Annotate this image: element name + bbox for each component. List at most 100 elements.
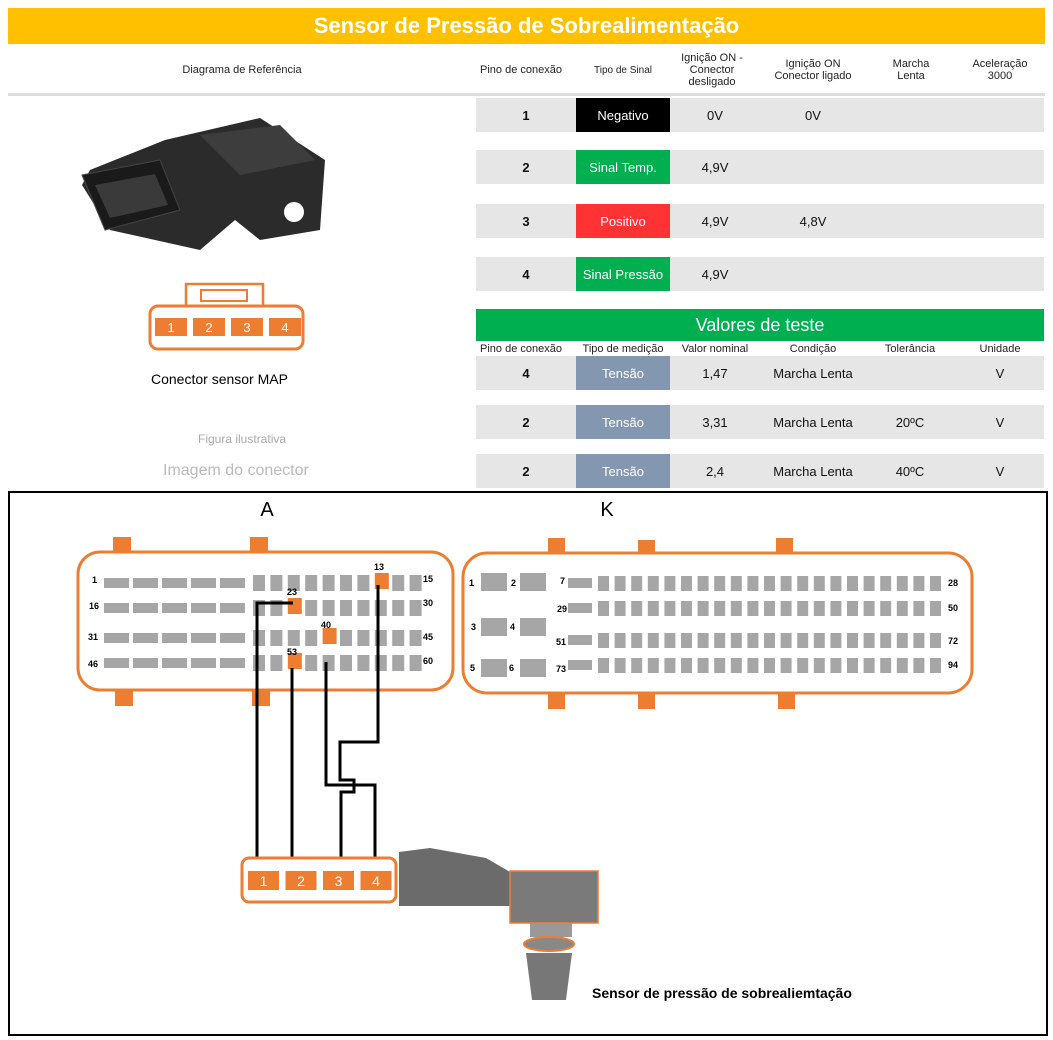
ecu-pin: [797, 633, 809, 648]
ecu-pin: [631, 576, 643, 591]
ign-on-value: 0V: [805, 107, 821, 123]
ecu-pin: [614, 658, 626, 673]
pin-number: 2: [522, 159, 530, 175]
ecu-pin: [220, 578, 245, 588]
ecu-pin: [714, 576, 726, 591]
ecu-pin: [797, 658, 809, 673]
ecu-pin: [896, 601, 908, 616]
harness-plug: [240, 856, 398, 904]
nominal-value: 1,47: [702, 365, 728, 381]
ecu-pin: [764, 658, 775, 673]
ecu-pin: [847, 658, 858, 673]
used-pin-label: 23: [287, 587, 297, 597]
pin-label: 31: [88, 632, 98, 642]
connector-tab: [250, 537, 268, 553]
pin-label: 3: [471, 622, 476, 632]
plug-pin: [285, 871, 317, 890]
ecu-pin: [392, 630, 405, 646]
pin-row: 2 Sinal Temp. 4,9V: [476, 150, 1044, 184]
ecu-pin: [133, 578, 158, 588]
ecu-pin: [270, 655, 283, 671]
ecu-pin: [568, 603, 592, 613]
ecu-pin: [305, 630, 318, 646]
ecu-pin: [913, 576, 925, 591]
ecu-pin: [697, 601, 709, 616]
pin-label: 16: [89, 601, 99, 611]
ecu-pin: [104, 603, 129, 613]
pin-label: 4: [510, 622, 515, 632]
ecu-pin: [598, 601, 609, 616]
ecu-pin: [568, 578, 592, 588]
pin-label: 6: [509, 663, 514, 673]
ecu-pin: [764, 601, 775, 616]
ecu-pin: [631, 658, 643, 673]
ecu-pin: [813, 633, 825, 648]
pin-label: 50: [948, 603, 958, 613]
ecu-pin: [270, 575, 283, 591]
ecu-pin: [287, 575, 300, 591]
plug-pin: [248, 871, 279, 890]
plug-pin: [360, 871, 392, 890]
header-ref: Diagrama de Referência: [182, 64, 302, 76]
ecu-pin: [392, 600, 405, 616]
ecu-pin: [162, 578, 187, 588]
ecu-pin: [191, 633, 216, 643]
ecu-pin-used: [287, 598, 302, 614]
ecu-pin: [322, 655, 335, 671]
pin-number: 1: [522, 107, 530, 123]
ecu-pin: [681, 576, 692, 591]
ecu-pin: [305, 575, 318, 591]
ecu-pin: [614, 601, 626, 616]
ecu-pin: [104, 578, 129, 588]
ecu-pin: [863, 576, 875, 591]
pin-label: 30: [423, 598, 433, 608]
ecu-pin: [357, 630, 370, 646]
connector-pin: [193, 318, 225, 336]
nominal-value: 3,31: [702, 414, 728, 430]
connector-tab: [548, 538, 565, 554]
pin-label: 7: [560, 576, 565, 586]
condition: Marcha Lenta: [773, 414, 853, 430]
plug-pin-label: 3: [335, 873, 343, 889]
pin-label: 2: [511, 578, 516, 588]
test-header-pin: Pino de conexão: [480, 343, 562, 355]
ign-off-value: 4,9V: [701, 213, 729, 229]
wiring-diagram: [8, 491, 1048, 1036]
ecu-pin: [409, 600, 422, 616]
ecu-pin: [780, 601, 792, 616]
ign-off-value: 4,9V: [701, 266, 729, 282]
ecu-pin: [253, 655, 265, 671]
wires: [255, 585, 380, 858]
ecu-pin: [863, 601, 875, 616]
header-acel: Aceleração 3000: [972, 58, 1028, 82]
ecu-pin: [830, 576, 842, 591]
test-row: 4 Tensão 1,47 Marcha Lenta V: [476, 356, 1044, 390]
ecu-pin: [896, 633, 908, 648]
pin-label: 28: [948, 578, 958, 588]
ign-off-value: 0V: [707, 107, 723, 123]
used-pin-label: 13: [374, 562, 384, 572]
ecu-pin: [896, 576, 908, 591]
ecu-pin: [664, 658, 676, 673]
ecu-pin: [614, 576, 626, 591]
ecu-pin: [598, 576, 609, 591]
signal-type: Positivo: [576, 204, 670, 238]
ecu-pin: [664, 576, 676, 591]
connector-tab: [113, 537, 131, 553]
ecu-pin: [797, 601, 809, 616]
ecu-pin: [191, 658, 216, 668]
ecu-pin-used: [287, 653, 302, 669]
test-pin: 4: [522, 365, 530, 381]
pin-row: 1 Negativo 0V 0V: [476, 98, 1044, 132]
connector-pin-label: 2: [205, 320, 212, 335]
ecu-pin: [664, 633, 676, 648]
ecu-pin: [830, 633, 842, 648]
test-header-unit: Unidade: [979, 343, 1021, 355]
pin-number: 4: [522, 266, 530, 282]
ecu-pin: [780, 576, 792, 591]
ecu-pin: [392, 655, 405, 671]
ecu-pin: [520, 659, 546, 677]
figure-note: Figura ilustrativa: [198, 432, 287, 446]
ecu-pin: [647, 601, 659, 616]
